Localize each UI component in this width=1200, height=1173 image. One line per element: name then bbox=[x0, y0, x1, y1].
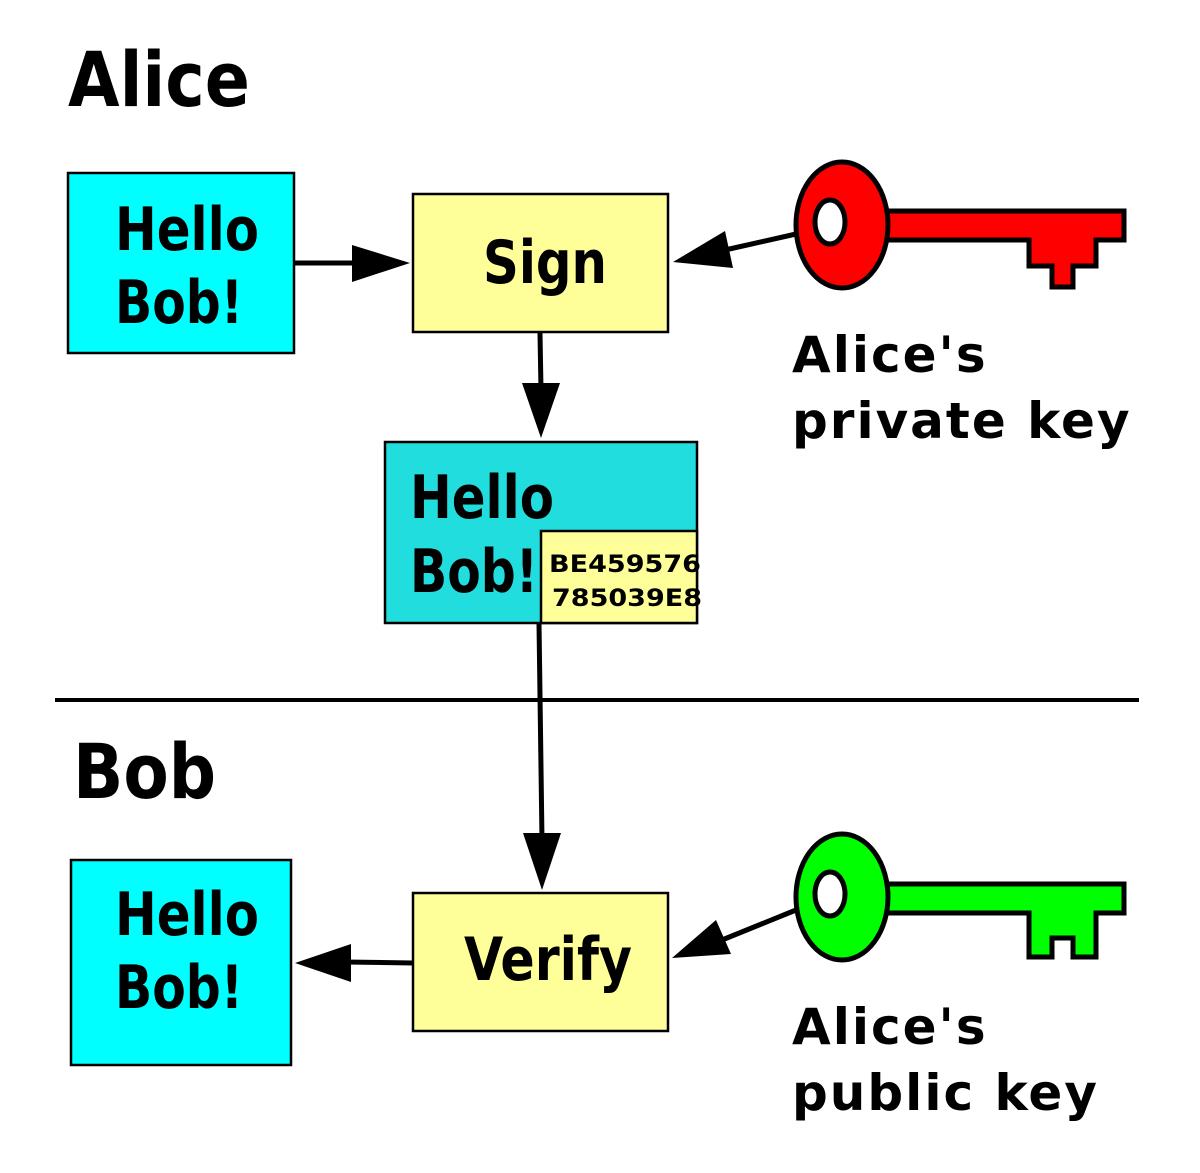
verified-message-line1: Hello bbox=[115, 880, 259, 950]
arrow-message-to-sign bbox=[295, 245, 410, 282]
public-key-icon bbox=[793, 831, 1127, 963]
signature-box: BE459576 785039E8 bbox=[539, 529, 702, 625]
message-line1: Hello bbox=[115, 195, 259, 265]
arrow-public-key-to-verify bbox=[672, 907, 797, 958]
verify-box: Verify bbox=[411, 891, 670, 1033]
private-key-icon bbox=[793, 159, 1127, 291]
section-title-alice: Alice bbox=[68, 35, 250, 124]
private-key-label-line2: private key bbox=[792, 392, 1132, 450]
verify-label: Verify bbox=[464, 925, 632, 995]
private-key-label-line1: Alice's bbox=[792, 326, 988, 384]
arrow-sign-to-signed-message bbox=[522, 332, 560, 438]
signed-message-line2: Bob! bbox=[410, 537, 538, 607]
public-key-label-line2: public key bbox=[792, 1064, 1099, 1122]
public-key-label-line1: Alice's bbox=[792, 998, 988, 1056]
verified-message-line2: Bob! bbox=[115, 953, 243, 1023]
arrow-signed-message-to-verify bbox=[523, 622, 561, 890]
original-message-box: Hello Bob! bbox=[66, 171, 296, 355]
signed-message-box: Hello Bob! BE459576 785039E8 bbox=[383, 440, 702, 625]
sign-box: Sign bbox=[411, 192, 670, 334]
signature-line2: 785039E8 bbox=[552, 584, 702, 612]
section-title-bob: Bob bbox=[73, 727, 216, 816]
arrow-private-key-to-sign bbox=[673, 231, 797, 268]
signature-line1: BE459576 bbox=[549, 550, 701, 578]
verified-message-box: Hello Bob! bbox=[69, 858, 293, 1067]
sign-label: Sign bbox=[483, 228, 607, 298]
signed-message-line1: Hello bbox=[410, 463, 554, 533]
message-line2: Bob! bbox=[115, 268, 243, 338]
arrow-verify-to-message bbox=[295, 944, 414, 982]
